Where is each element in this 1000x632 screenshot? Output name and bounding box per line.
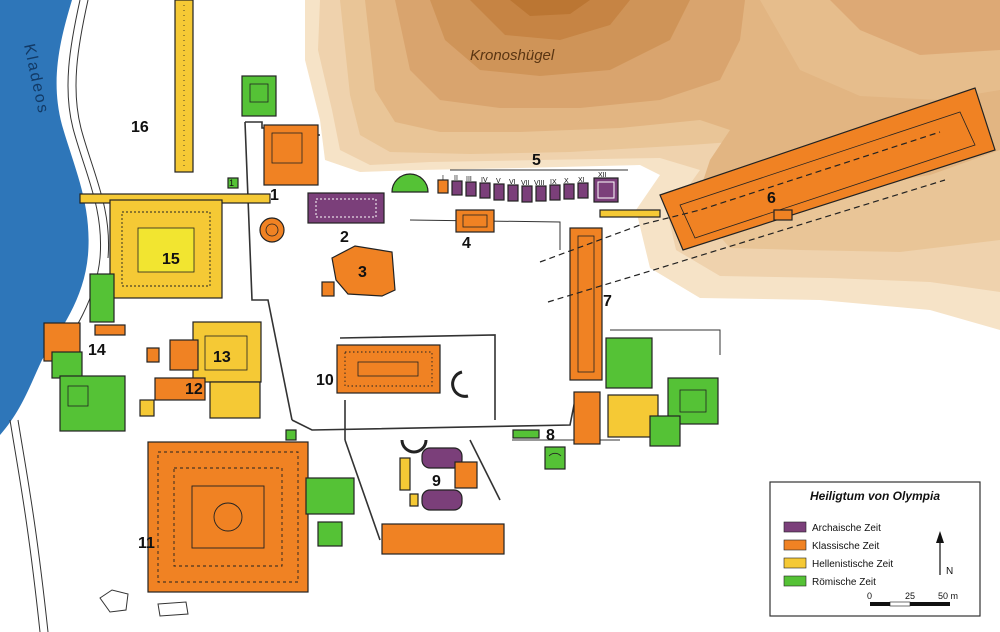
legend-label-roman: Römische Zeit	[812, 577, 876, 588]
scale-label-50: 50 m	[938, 591, 958, 601]
legend-swatch-classical	[783, 539, 807, 551]
kladeos-river	[0, 0, 110, 632]
old-stadium-outline	[539, 131, 941, 263]
legend: Heiligtum von Olympia Archaische Zeit Kl…	[769, 481, 981, 617]
treasury-v: V	[496, 178, 501, 185]
building-markers: 1 2 3 4 5 6 7 8 9 10 11 12 13 14 15 16 1	[88, 119, 776, 552]
hellenistic-buildings	[79, 0, 661, 507]
marker-13: 13	[213, 349, 231, 366]
hill-label: Kronoshügel	[470, 47, 555, 64]
scale-label-25: 25	[905, 591, 915, 601]
marker-1: 1	[270, 187, 279, 204]
scale-bar	[870, 601, 950, 607]
marker-16: 16	[131, 119, 149, 136]
legend-label-classical: Klassische Zeit	[812, 541, 879, 552]
nymphaeum	[391, 173, 469, 454]
marker-14: 14	[88, 342, 106, 359]
scale-label-0: 0	[867, 591, 872, 601]
archaic-buildings	[307, 169, 628, 511]
marker-3: 3	[358, 264, 367, 281]
north-label: N	[946, 566, 953, 577]
roman-buildings	[51, 75, 719, 547]
marker-11: 11	[138, 535, 155, 552]
treasury-vii: VII	[521, 180, 530, 187]
legend-label-hellenistic: Hellenistische Zeit	[812, 559, 893, 570]
treasury-viii: VIII	[534, 180, 545, 187]
north-arrow-icon	[936, 531, 944, 575]
legend-swatch-hellenistic	[783, 557, 807, 569]
minor-ruins	[99, 589, 189, 617]
treasury-xii: XII	[598, 172, 607, 179]
treasury-ix: IX	[550, 179, 557, 186]
classical-buildings	[43, 87, 996, 593]
treasury-iv: IV	[481, 177, 488, 184]
marker-8: 8	[546, 427, 555, 444]
marker-5: 5	[532, 152, 541, 169]
treasury-vi: VI	[509, 179, 516, 186]
marker-9: 9	[432, 473, 441, 490]
treasury-ii: II	[454, 175, 458, 182]
treasury-i: I	[442, 175, 444, 182]
treasury-x: X	[564, 178, 569, 185]
treasury-xi: XI	[578, 177, 585, 184]
treasury-iii: III	[466, 176, 472, 183]
legend-title: Heiligtum von Olympia	[810, 489, 940, 503]
treasury-numerals: I II III IV V VI VII VIII IX X XI XII	[442, 172, 607, 187]
marker-2: 2	[340, 229, 349, 246]
marker-12: 12	[185, 381, 203, 398]
marker-10: 10	[316, 372, 334, 389]
marker-6: 6	[767, 190, 776, 207]
marker-15: 15	[162, 251, 180, 268]
legend-label-archaic: Archaische Zeit	[812, 523, 881, 534]
legend-swatch-roman	[783, 575, 807, 587]
marker-7: 7	[603, 293, 612, 310]
legend-swatch-archaic	[783, 521, 807, 533]
marker-small-1: 1	[229, 178, 234, 188]
marker-4: 4	[462, 235, 471, 252]
